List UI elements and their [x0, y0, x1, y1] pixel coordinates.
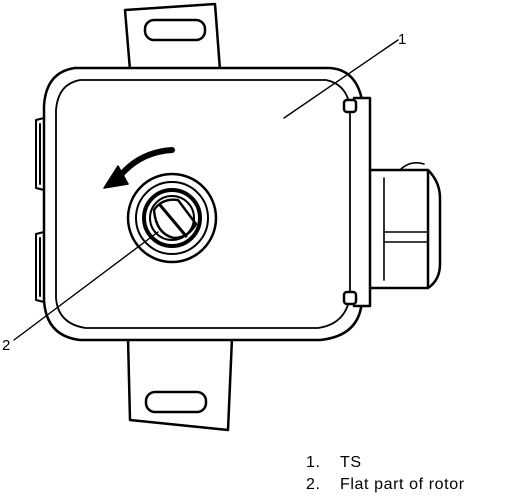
legend-item: 1. TS: [306, 452, 465, 474]
legend-item-number: 1.: [306, 454, 321, 471]
callout-1-label: 1: [398, 31, 406, 48]
legend-item-text: Flat part of rotor: [340, 476, 465, 493]
right-housing-flange: [342, 96, 372, 308]
left-housing-clips: [35, 117, 45, 303]
legend-item-number: 2.: [306, 476, 321, 493]
callout-leader-1: [283, 39, 399, 119]
rotation-arrowhead: [103, 165, 129, 189]
housing-inner-edge: [55, 79, 351, 329]
callout-leader-2: [13, 231, 159, 341]
electrical-connector: [366, 162, 442, 290]
legend-item: 2. Flat part of rotor: [306, 474, 465, 496]
bottom-mounting-slot: [144, 390, 208, 414]
bottom-mounting-tab: [126, 336, 234, 432]
rotor-flat-part: [158, 203, 188, 238]
legend-item-text: TS: [340, 454, 362, 471]
legend: 1. TS 2. Flat part of rotor: [306, 452, 465, 496]
callout-2-label: 2: [2, 337, 10, 354]
top-mounting-slot: [143, 18, 207, 42]
rotation-arrow: [117, 147, 175, 179]
rotor: [126, 172, 218, 264]
